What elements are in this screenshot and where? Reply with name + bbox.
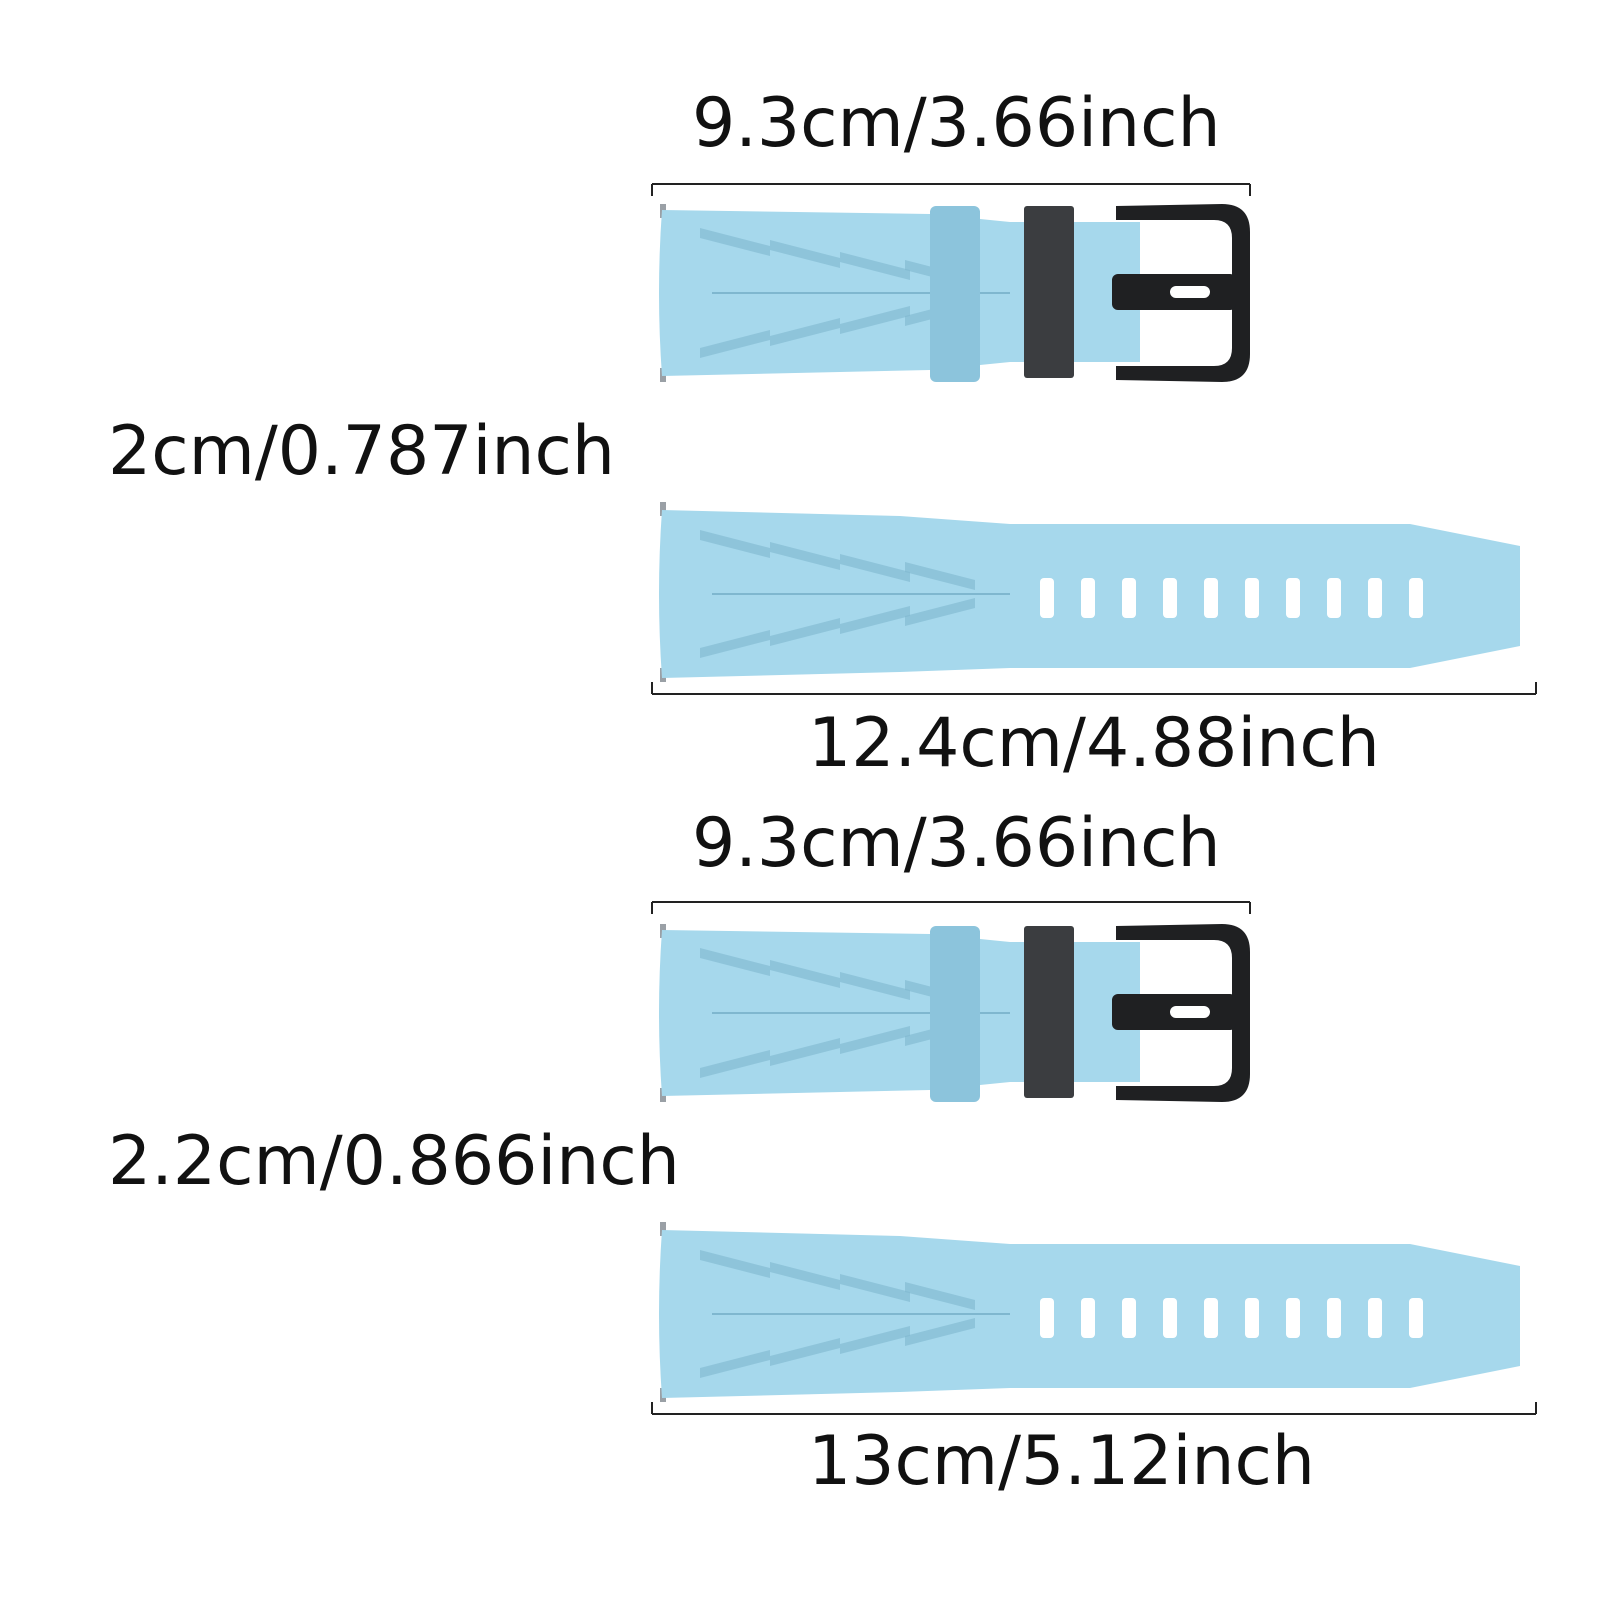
spring-bar-pin: [660, 502, 666, 516]
strap-hole: [1081, 1298, 1095, 1338]
strap-groove: [840, 306, 910, 334]
short-strap-length-label-1: 9.3cm/3.66inch: [692, 84, 1221, 163]
keeper-loop: [930, 926, 980, 1102]
metal-keeper: [1024, 206, 1074, 378]
strap-hole: [1122, 578, 1136, 618]
strap-set-1: [651, 183, 1537, 695]
strap-groove: [770, 240, 840, 268]
strap-groove: [700, 228, 770, 256]
strap-groove: [700, 330, 770, 358]
strap-hole: [1163, 578, 1177, 618]
strap-groove: [700, 630, 770, 658]
strap-groove: [905, 598, 975, 626]
strap-groove: [840, 252, 910, 280]
strap-groove: [700, 1250, 770, 1278]
strap-groove: [840, 554, 910, 582]
strap-width-label-2: 2.2cm/0.866inch: [108, 1122, 680, 1201]
strap-groove: [770, 618, 840, 646]
strap-groove: [700, 530, 770, 558]
strap-hole: [1409, 578, 1423, 618]
strap-groove: [770, 1262, 840, 1290]
strap-hole: [1122, 1298, 1136, 1338]
strap-groove: [770, 542, 840, 570]
strap-hole: [1204, 578, 1218, 618]
strap-groove: [700, 1350, 770, 1378]
strap-hole: [1286, 578, 1300, 618]
measure-line-long-1: [651, 682, 1537, 695]
long-strap-1: [659, 502, 1520, 682]
strap-groove: [700, 1050, 770, 1078]
strap-groove: [770, 1338, 840, 1366]
strap-hole: [1409, 1298, 1423, 1338]
strap-groove: [840, 1326, 910, 1354]
strap-groove: [840, 1026, 910, 1054]
strap-groove: [770, 1038, 840, 1066]
strap-hole: [1081, 578, 1095, 618]
strap-hole: [1245, 1298, 1259, 1338]
short-strap-2: [659, 924, 1250, 1102]
buckle-tongue-slot: [1170, 1006, 1210, 1018]
measure-line-short-2: [651, 901, 1251, 914]
strap-groove: [770, 960, 840, 988]
strap-hole: [1368, 1298, 1382, 1338]
long-strap-2: [659, 1222, 1520, 1402]
strap-groove: [840, 1274, 910, 1302]
measure-line-short-1: [651, 183, 1251, 196]
short-strap-1: [659, 204, 1250, 382]
strap-groove: [905, 1318, 975, 1346]
long-strap-length-label-1: 12.4cm/4.88inch: [808, 704, 1380, 783]
strap-hole: [1204, 1298, 1218, 1338]
buckle-frame: [1116, 204, 1250, 382]
strap-hole: [1245, 578, 1259, 618]
buckle-frame: [1116, 924, 1250, 1102]
strap-width-label-1: 2cm/0.787inch: [108, 412, 615, 491]
long-strap-length-label-2: 13cm/5.12inch: [808, 1422, 1315, 1501]
strap-groove: [905, 1282, 975, 1310]
strap-set-2: [651, 901, 1537, 1415]
strap-hole: [1327, 578, 1341, 618]
strap-hole: [1368, 578, 1382, 618]
strap-hole: [1286, 1298, 1300, 1338]
strap-hole: [1163, 1298, 1177, 1338]
strap-groove: [770, 318, 840, 346]
measure-line-long-2: [651, 1402, 1537, 1415]
spring-bar-pin: [660, 1222, 666, 1236]
strap-groove: [700, 948, 770, 976]
metal-keeper: [1024, 926, 1074, 1098]
strap-groove: [840, 972, 910, 1000]
short-strap-length-label-2: 9.3cm/3.66inch: [692, 804, 1221, 883]
strap-groove: [840, 606, 910, 634]
keeper-loop: [930, 206, 980, 382]
strap-groove: [905, 562, 975, 590]
strap-hole: [1327, 1298, 1341, 1338]
buckle-tongue-slot: [1170, 286, 1210, 298]
strap-hole: [1040, 1298, 1054, 1338]
strap-hole: [1040, 578, 1054, 618]
